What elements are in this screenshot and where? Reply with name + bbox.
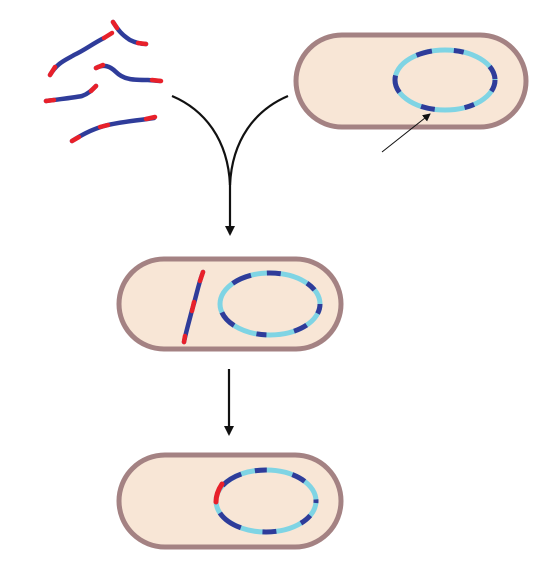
plasmid-top [392, 47, 498, 113]
free-dna-fragments [43, 19, 164, 144]
plasmid-middle [217, 270, 323, 338]
plasmid-recombined [213, 467, 319, 535]
merge-arrows [171, 94, 289, 236]
dna-fragment [43, 83, 99, 104]
dna-fragment [110, 19, 149, 47]
bacterial-cell-middle [116, 256, 344, 352]
dna-fragment [47, 30, 115, 78]
dna-fragment [93, 62, 164, 84]
bacterial-cell-top [293, 32, 529, 130]
pointer-arrow [381, 113, 431, 153]
taken-up-fragment [181, 269, 206, 345]
dna-fragment [69, 114, 158, 144]
bacterial-cell-bottom [116, 452, 344, 550]
